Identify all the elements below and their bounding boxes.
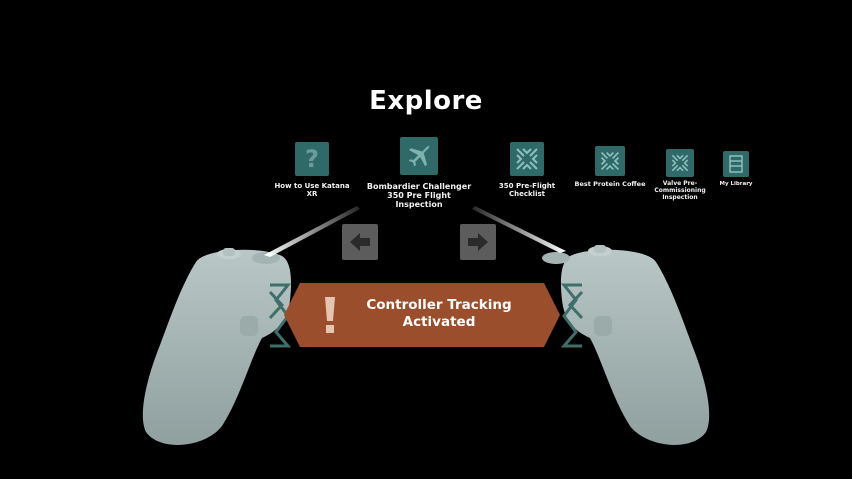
menu-item-label: How to Use Katana XR: [274, 182, 350, 199]
exclamation-icon: [325, 297, 335, 333]
right-pointer-ray: [472, 206, 566, 253]
airplane-icon: [400, 137, 438, 175]
menu-item-how-to-use[interactable]: ? How to Use Katana XR: [268, 142, 356, 198]
menu-item-protein-coffee[interactable]: Best Protein Coffee: [574, 146, 646, 188]
previous-button[interactable]: [342, 224, 378, 260]
menu-item-label: 350 Pre-Flight Checklist: [498, 182, 556, 199]
arrow-left-icon: [350, 233, 370, 251]
notification-message: Controller Tracking Activated: [366, 297, 512, 330]
next-button[interactable]: [460, 224, 496, 260]
library-shelf-icon: [723, 151, 749, 177]
arrow-right-icon: [468, 233, 488, 251]
right-controller: [542, 245, 710, 445]
question-mark-icon: ?: [295, 142, 329, 176]
module-logo-icon: [666, 149, 694, 177]
menu-item-valve-inspection[interactable]: Valve Pre-Commissioning Inspection: [640, 149, 720, 202]
menu-item-350-checklist[interactable]: 350 Pre-Flight Checklist: [482, 142, 572, 198]
menu-item-my-library[interactable]: My Library: [716, 151, 756, 187]
menu-item-label: Best Protein Coffee: [574, 180, 646, 188]
module-logo-icon: [595, 146, 625, 176]
menu-item-label: My Library: [719, 181, 753, 187]
module-logo-icon: [510, 142, 544, 176]
menu-item-label: Bombardier Challenger 350 Pre Flight Ins…: [366, 182, 472, 210]
tracking-notification: [300, 283, 544, 347]
menu-item-bombardier-inspection[interactable]: Bombardier Challenger 350 Pre Flight Ins…: [358, 137, 480, 210]
menu-item-label: Valve Pre-Commissioning Inspection: [654, 180, 706, 201]
left-pointer-ray: [264, 206, 360, 257]
page-title: Explore: [369, 86, 483, 116]
left-controller: [142, 248, 292, 445]
